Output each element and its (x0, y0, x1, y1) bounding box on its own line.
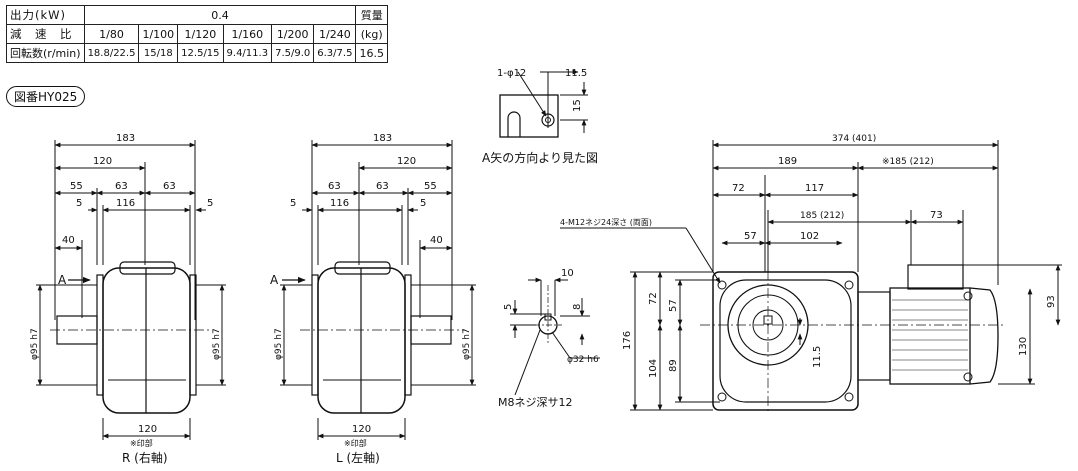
l-note: ※印部 (344, 438, 367, 448)
r-dim-base: 120 (138, 424, 157, 435)
sv-dim-374: 374 (401) (832, 134, 876, 144)
mass-value: 16.5 (355, 43, 388, 63)
r-note: ※印部 (130, 438, 153, 448)
r-flange-dia2: φ95 h7 (212, 328, 222, 360)
sv-dim-185-note: ※185 (212) (882, 157, 934, 167)
speed-cell: 6.3/7.5 (313, 43, 357, 63)
l-flange-dia: φ95 h7 (274, 328, 284, 360)
s-shaft-dia: φ32 h6 (567, 355, 599, 365)
r-dim-5b: 5 (207, 198, 213, 209)
r-dim-40: 40 (62, 235, 75, 246)
l-dim-base: 120 (352, 424, 371, 435)
sv-vdim-57: 57 (668, 299, 679, 312)
r-dim-120: 120 (93, 156, 112, 167)
r-dim-5a: 5 (76, 198, 82, 209)
sv-vdim-89: 89 (668, 359, 679, 372)
s-dim-10: 10 (561, 268, 574, 279)
l-caption: L (左軸) (336, 450, 380, 465)
l-dim-63a: 63 (328, 181, 341, 192)
a-dim-11-5: 11.5 (565, 68, 587, 79)
ratio-cell: 1/240 (313, 24, 357, 44)
l-dim-55: 55 (424, 181, 437, 192)
speed-cell: 18.8/22.5 (83, 43, 140, 63)
l-dim-5b: 5 (420, 198, 426, 209)
a-hole-label: 1-φ12 (497, 68, 526, 79)
l-dim-overall: 183 (373, 133, 392, 144)
l-dim-120: 120 (397, 156, 416, 167)
sv-dim-189: 189 (778, 156, 797, 167)
r-arrow-label: A (58, 273, 67, 287)
sv-vdim-72: 72 (648, 292, 659, 305)
r-dim-55: 55 (70, 181, 83, 192)
a-dim-15: 15 (572, 99, 583, 112)
sv-dim-117: 117 (805, 183, 824, 194)
ratio-cell: 1/80 (83, 24, 140, 44)
sv-vdim-93: 93 (1046, 295, 1057, 308)
r-dim-63a: 63 (115, 181, 128, 192)
r-caption: R (右軸) (122, 450, 168, 465)
speed-label: 回転数(r/min) (6, 43, 85, 63)
sv-tap-label: 4-M12ネジ24深さ (両面) (560, 218, 652, 227)
drawing-id-badge: 図番HY025 (6, 86, 86, 107)
l-arrow-label: A (270, 273, 279, 287)
view-arrow-a (499, 69, 588, 138)
l-dim-40: 40 (430, 235, 443, 246)
r-dim-116: 116 (116, 198, 135, 209)
a-caption: A矢の方向より見た図 (482, 150, 598, 165)
sv-dim-57: 57 (744, 231, 757, 242)
s-dim-5: 5 (503, 304, 514, 310)
sv-vdim-104: 104 (648, 359, 659, 378)
speed-cell: 12.5/15 (177, 43, 224, 63)
sv-dim-185: 185 (212) (800, 211, 844, 221)
view-left-shaft (280, 140, 476, 440)
sv-vdim-130: 130 (1018, 337, 1029, 356)
l-dim-116: 116 (330, 198, 349, 209)
sv-vdim-176: 176 (622, 331, 633, 350)
r-flange-dia: φ95 h7 (30, 328, 40, 360)
view-right-shaft (36, 140, 226, 440)
view-side (560, 140, 1062, 412)
ratio-cell: 1/100 (138, 24, 179, 44)
sv-dim-102: 102 (800, 231, 819, 242)
view-shaft-detail (510, 277, 600, 396)
l-dim-63b: 63 (376, 181, 389, 192)
sv-dim-73: 73 (930, 210, 943, 221)
s-dim-8: 8 (572, 304, 583, 310)
l-dim-5a: 5 (290, 198, 296, 209)
r-dim-overall: 183 (116, 133, 135, 144)
spec-table: 出力(kW) 0.4 質量 減 速 比 1/80 1/100 1/120 1/1… (6, 5, 388, 63)
l-flange-dia2: φ95 h7 (462, 328, 472, 360)
sv-dim-72: 72 (732, 183, 745, 194)
sv-vdim-11-5: 11.5 (812, 346, 823, 368)
s-thread: M8ネジ深サ12 (498, 396, 573, 409)
r-dim-63b: 63 (163, 181, 176, 192)
